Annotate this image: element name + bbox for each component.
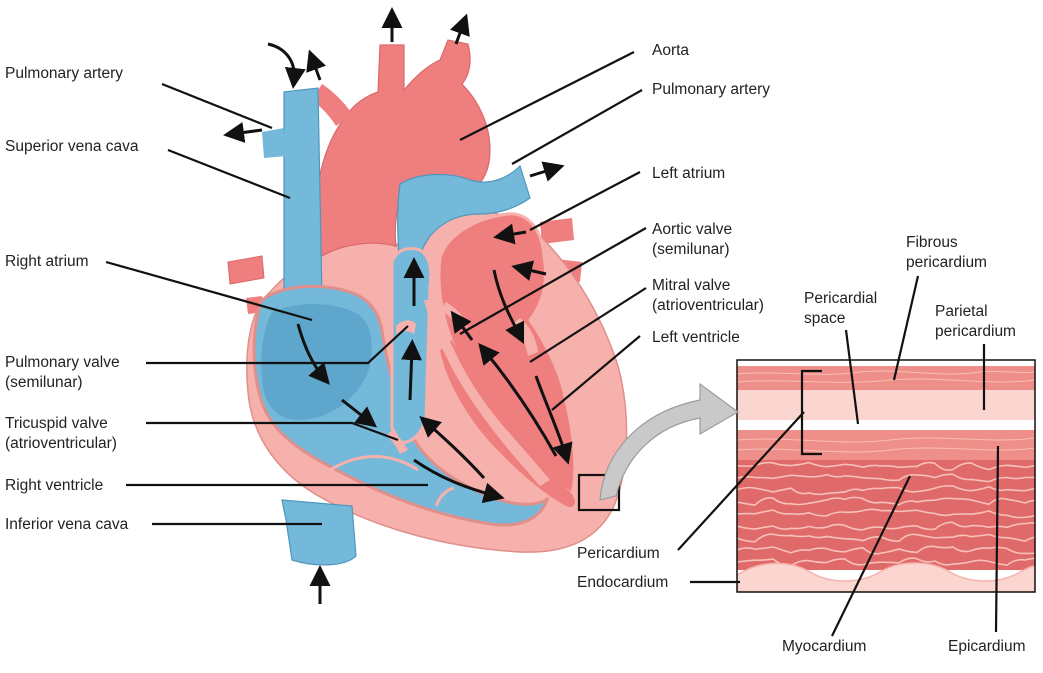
flow-arrow-lv-aorta [450, 310, 474, 341]
flow-arrow-la-in [493, 223, 527, 245]
myocardium-fiber [737, 533, 1035, 543]
label-myocardium: Myocardium [782, 638, 866, 655]
label-aorta: Aorta [652, 42, 689, 59]
flow-arrow-pa-right [529, 161, 565, 182]
pulmonary-vessel-right-upper [227, 255, 265, 285]
aorta-branch-left [312, 84, 352, 126]
fibrous-texture [737, 370, 1035, 383]
label-epicardium: Epicardium [948, 638, 1026, 655]
leader-pulmonary-valve [146, 325, 409, 365]
myocardium-fiber [737, 508, 1035, 519]
flow-arrow-out-up [306, 49, 326, 81]
flow-arrow-pa-left [223, 122, 263, 143]
label-pericardium: Pericardium [577, 545, 660, 562]
pericardium-bracket [800, 369, 822, 456]
septum [424, 300, 550, 486]
leader-right-atrium [105, 260, 313, 322]
labels-left: Pulmonary artery Superior vena cava Righ… [5, 65, 139, 533]
epicardium-texture [737, 437, 1035, 453]
label-parietal-pericardium: Parietal [935, 303, 988, 320]
tricuspid-valve-leaflet [386, 430, 408, 454]
label-right-ventricle: Right ventricle [5, 477, 103, 494]
label-tricuspid-valve: Tricuspid valve [5, 415, 108, 432]
label-aortic-valve: Aortic valve [652, 221, 732, 238]
pulmonary-outflow [390, 247, 433, 444]
heart [227, 39, 628, 566]
label-fibrous-pericardium: Fibrous [906, 234, 958, 251]
leader-superior-vena-cava [167, 148, 291, 200]
leader-pulmonary-artery-left [161, 82, 273, 130]
label-left-ventricle: Left ventricle [652, 329, 740, 346]
leader-lines [105, 51, 1000, 637]
flow-arrow-lv-up [478, 343, 558, 457]
label-inferior-vena-cava: Inferior vena cava [5, 516, 129, 533]
label-endocardium: Endocardium [577, 574, 668, 591]
label-left-atrium: Left atrium [652, 165, 725, 182]
left-ventricle-inner [440, 340, 575, 507]
myocardium-fiber [737, 473, 1035, 483]
blood-flow-arrows [223, 7, 573, 604]
myocardium-fiber [737, 496, 1035, 507]
leader-tricuspid-valve [146, 421, 399, 442]
leader-pericardium [677, 411, 805, 551]
label-pulmonary-valve: Pulmonary valve [5, 354, 120, 371]
label-pulmonary-artery-right: Pulmonary artery [652, 81, 770, 98]
heart-wall-inset [599, 359, 1036, 593]
pulmonary-artery-right-stub [262, 128, 286, 158]
inset-frame [736, 359, 1036, 593]
flow-arrow-ra-to-rv [341, 398, 378, 428]
label-parietal-pericardium-2: pericardium [935, 323, 1016, 340]
leader-left-atrium [529, 171, 641, 231]
myocardium-fiber [737, 545, 1035, 555]
label-pulmonary-valve-type: (semilunar) [5, 374, 83, 391]
flow-arrow-svc-in [267, 42, 306, 89]
leader-fibrous-pericardium [892, 275, 920, 381]
label-tricuspid-valve-type: (atrioventricular) [5, 435, 117, 452]
flow-arrow-la-in-2 [511, 260, 547, 281]
label-mitral-valve: Mitral valve [652, 277, 730, 294]
leader-epicardium [994, 445, 1000, 633]
label-fibrous-pericardium-2: pericardium [906, 254, 987, 271]
label-superior-vena-cava: Superior vena cava [5, 138, 139, 155]
flow-arrow-rv-bottom [413, 458, 505, 504]
leader-left-ventricle [551, 335, 641, 411]
flow-arrow-ra-down [296, 323, 330, 385]
myocardium-fiber [737, 485, 1035, 496]
right-ventricle-trabecula [329, 455, 419, 472]
myocardium-fiber [737, 521, 1035, 531]
flow-arrow-aorta-2 [450, 13, 470, 45]
myocardium-fiber [737, 461, 1035, 471]
leader-myocardium [831, 475, 911, 637]
right-ventricle-trabecula-2 [434, 486, 455, 507]
labels-inset: Fibrous pericardium Pericardial space Pa… [577, 234, 1026, 655]
pericardial-space-layer [737, 390, 1035, 420]
label-mitral-valve-type: (atrioventricular) [652, 297, 764, 314]
zoom-arrow-icon [599, 382, 740, 501]
leader-aorta [459, 51, 635, 141]
leader-pulmonary-artery-right [511, 89, 643, 165]
label-aortic-valve-type: (semilunar) [652, 241, 730, 258]
fibrous-pericardium-layer [737, 366, 1035, 390]
vena-cava-shape [283, 87, 323, 313]
endocardium-layer [737, 562, 1035, 592]
inset-marker-box [577, 473, 621, 512]
flow-arrow-outflow-up [401, 339, 423, 401]
pulmonary-vein-left-upper [540, 218, 574, 244]
leader-mitral-valve [529, 287, 647, 363]
label-pulmonary-artery-left: Pulmonary artery [5, 65, 123, 82]
flow-arrow-rv-up [419, 416, 486, 480]
leader-aortic-valve [459, 227, 647, 335]
epicardium-layer [737, 430, 1035, 460]
label-pericardial-space-2: space [804, 310, 845, 327]
inferior-vena-cava-shape [281, 499, 357, 566]
labels-right: Aorta Pulmonary artery Left atrium Aorti… [652, 42, 770, 346]
flow-arrow-lv-down [534, 375, 573, 465]
label-right-atrium: Right atrium [5, 253, 89, 270]
leader-pericardial-space [844, 329, 860, 425]
label-pericardial-space: Pericardial [804, 290, 877, 307]
